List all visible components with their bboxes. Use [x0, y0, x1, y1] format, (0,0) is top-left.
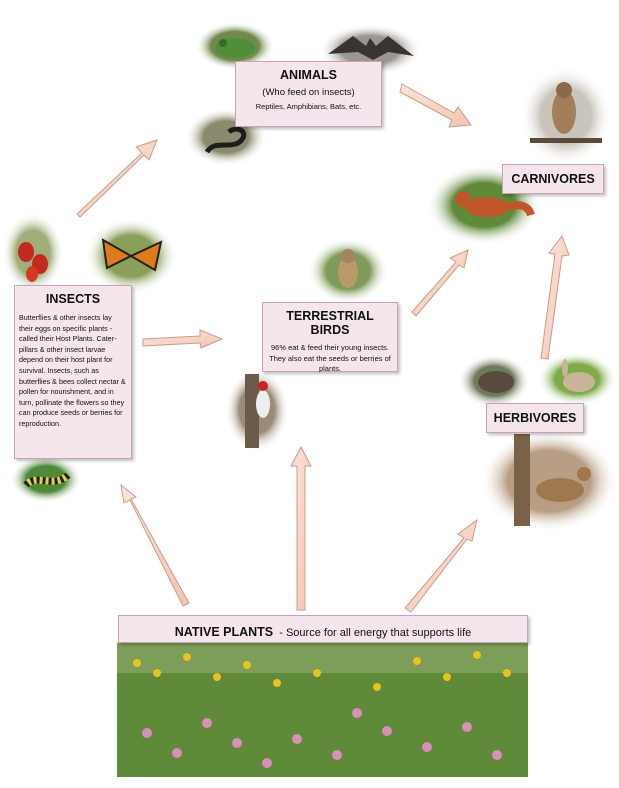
arrow-plants-to-herbivores [404, 518, 478, 613]
terrestrial-birds-title: TERRESTRIAL BIRDS [286, 309, 374, 337]
animals-title: ANIMALS [280, 68, 337, 82]
arrow-insects-to-birds [142, 329, 224, 349]
woodpecker-photo [225, 368, 289, 452]
terrestrial-birds-body: 96% eat & feed their young insects. They… [269, 343, 391, 373]
hawk-photo [520, 66, 612, 166]
arrow-plants-to-insects [120, 483, 190, 607]
animals-subtitle: (Who feed on insects) [262, 87, 355, 98]
caterpillar-photo [10, 455, 82, 503]
arrow-plants-to-birds [290, 445, 312, 611]
native-plants-title: NATIVE PLANTS [174, 625, 274, 639]
rabbit-photo [537, 352, 617, 406]
herbivores-box: HERBIVORES [486, 403, 584, 433]
animals-detail: Reptiles, Amphibians, Bats, etc. [255, 102, 362, 111]
arrow-birds-to-carnivores [411, 249, 469, 317]
arrow-animals-to-carnivores [399, 83, 472, 128]
red-beetles-photo [2, 212, 64, 294]
deer-photo [480, 430, 618, 532]
rat-photo [458, 354, 530, 408]
native-plants-subtitle: - Source for all energy that supports li… [273, 627, 472, 639]
insects-box: INSECTS Butterflies & other insects lay … [14, 285, 132, 459]
insects-title: INSECTS [45, 292, 101, 306]
insects-body: Butterflies & other insects lay their eg… [19, 313, 126, 428]
arrow-herbivores-to-carnivores [540, 234, 570, 360]
wildflower-meadow-photo [117, 643, 528, 777]
waxwing-bird-photo [308, 238, 388, 304]
herbivores-title: HERBIVORES [493, 411, 577, 425]
arrow-insects-to-animals [76, 139, 158, 218]
animals-box: ANIMALS (Who feed on insects) Reptiles, … [235, 61, 382, 127]
frog-photo [195, 22, 275, 70]
carnivores-box: CARNIVORES [502, 164, 604, 194]
native-plants-box: NATIVE PLANTS - Source for all energy th… [118, 615, 528, 643]
monarch-butterfly-photo [85, 218, 177, 294]
carnivores-title: CARNIVORES [511, 172, 595, 186]
terrestrial-birds-box: TERRESTRIAL BIRDS 96% eat & feed their y… [262, 302, 398, 373]
